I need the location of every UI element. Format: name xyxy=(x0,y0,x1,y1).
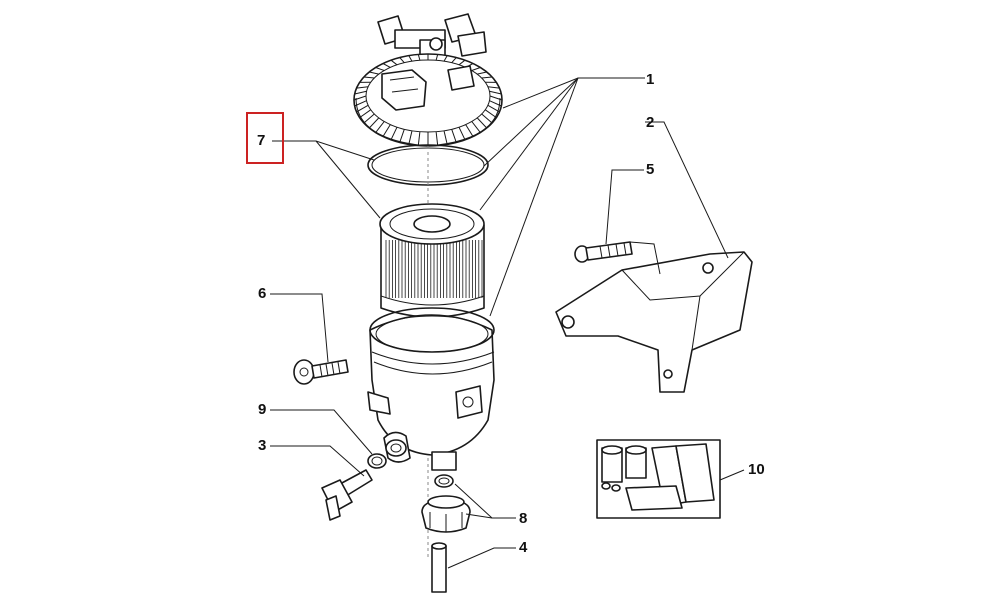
callout-1[interactable]: 1 xyxy=(646,71,654,88)
service-kit-box[interactable] xyxy=(596,439,721,519)
callout-3[interactable]: 3 xyxy=(258,437,266,454)
outlet-pipe[interactable] xyxy=(431,542,447,593)
outlet-o-ring[interactable] xyxy=(434,474,454,488)
filter-head-assembly[interactable] xyxy=(353,13,503,147)
filter-pleats xyxy=(385,240,483,298)
mounting-bracket[interactable] xyxy=(555,251,753,393)
callout-10[interactable]: 10 xyxy=(748,461,765,478)
callout-2[interactable]: 2 xyxy=(646,114,654,131)
callout-7[interactable]: 7 xyxy=(257,132,265,149)
callout-7-highlight-box xyxy=(246,112,284,164)
cap-ridges xyxy=(353,54,503,146)
callout-5[interactable]: 5 xyxy=(646,161,654,178)
outlet-nut[interactable] xyxy=(421,495,471,533)
callout-8[interactable]: 8 xyxy=(519,510,527,527)
callout-6[interactable]: 6 xyxy=(258,285,266,302)
filter-cartridge[interactable] xyxy=(379,203,485,318)
filter-housing-bowl[interactable] xyxy=(367,307,495,471)
mounting-bolt-6[interactable] xyxy=(293,359,349,385)
callout-9[interactable]: 9 xyxy=(258,401,266,418)
drain-seal-ring[interactable] xyxy=(367,453,387,469)
callout-4[interactable]: 4 xyxy=(519,539,528,556)
drain-plug-sensor[interactable] xyxy=(321,469,373,521)
leader-lines xyxy=(270,77,745,569)
bracket-bolt-5[interactable] xyxy=(574,241,633,263)
